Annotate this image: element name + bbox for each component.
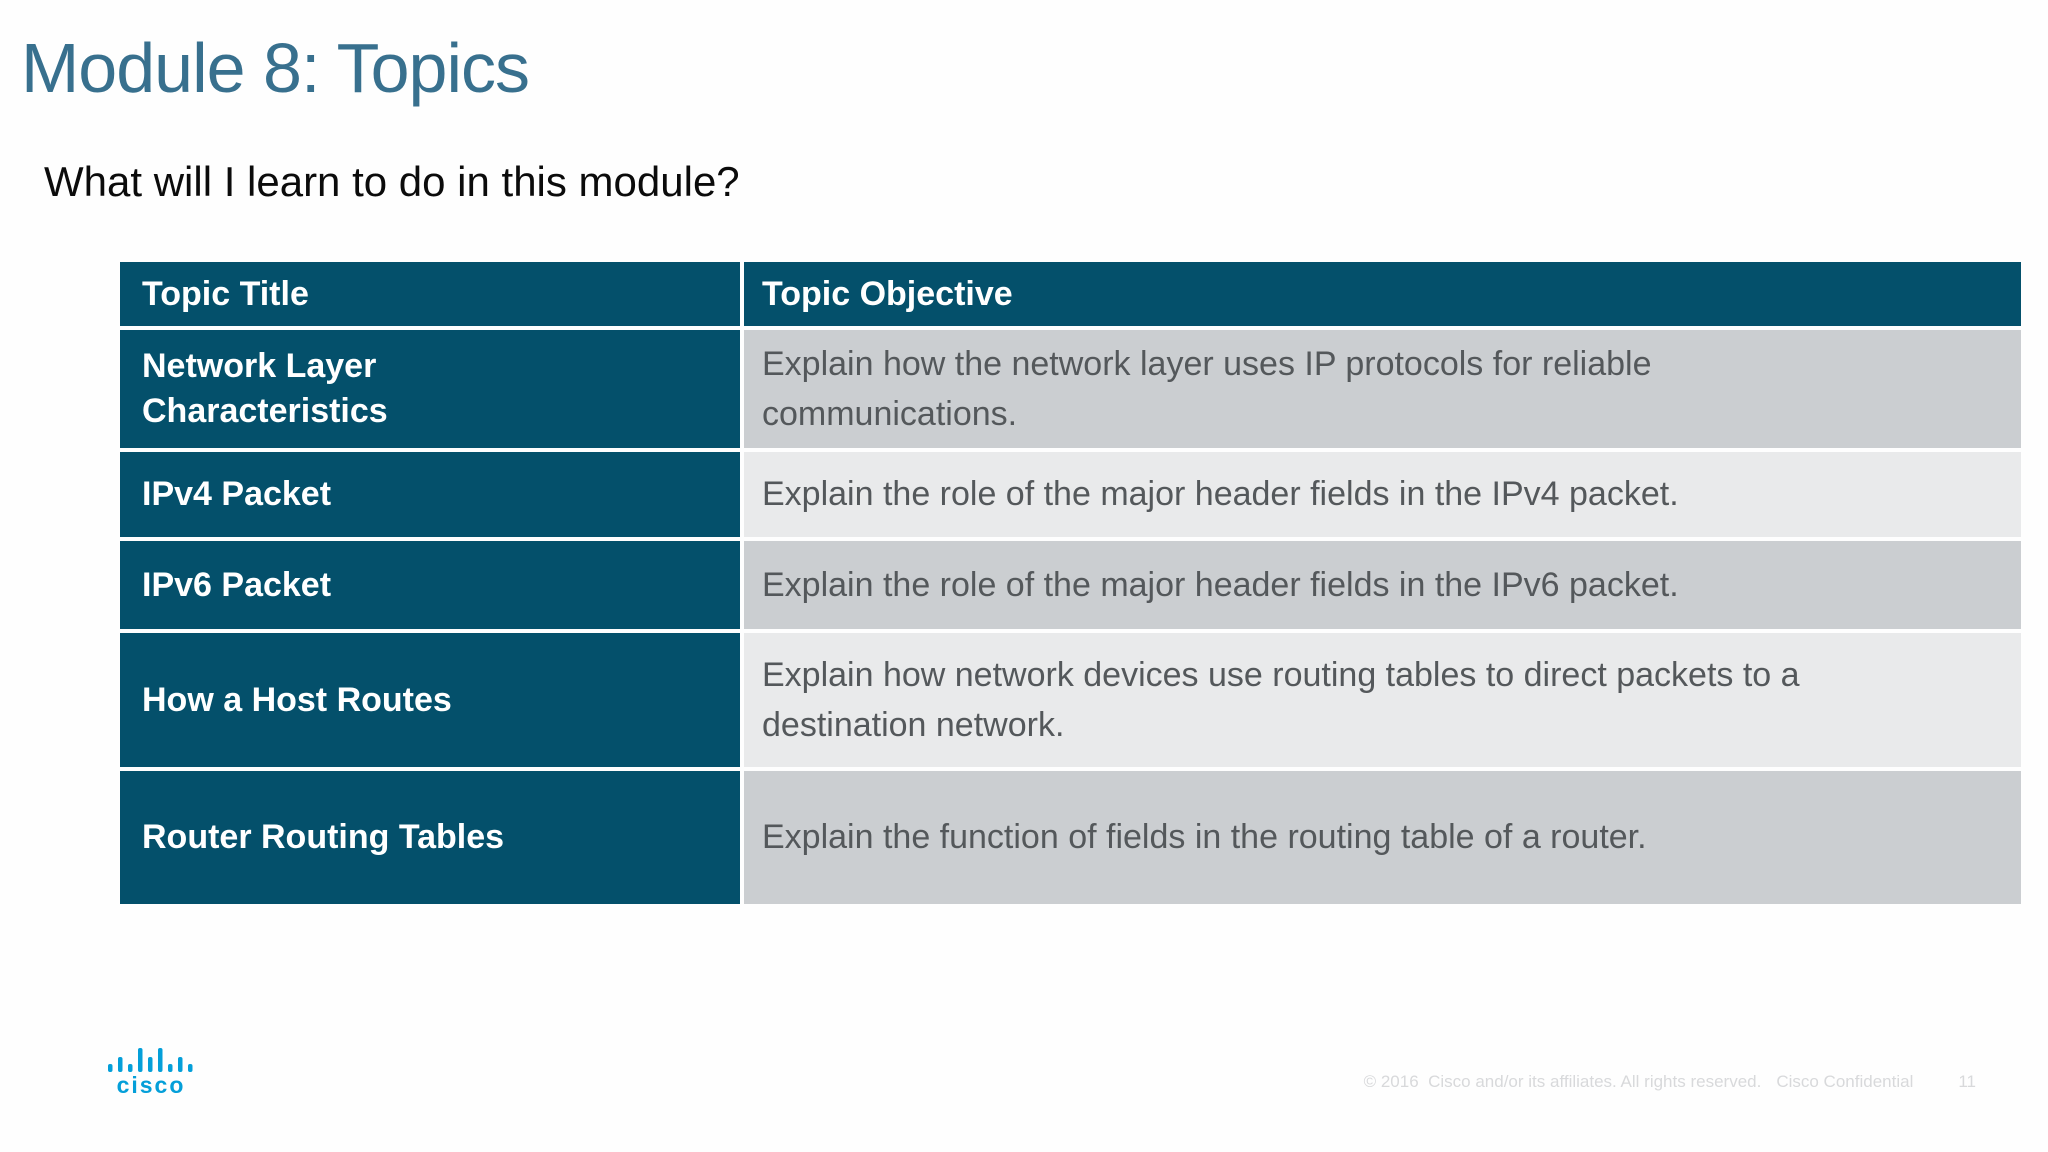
topic-objective-cell: Explain the role of the major header fie… <box>744 452 2021 537</box>
cisco-logo: cisco <box>103 1048 199 1100</box>
topics-table: Topic Title Topic Objective Network Laye… <box>120 262 2021 908</box>
slide-subtitle: What will I learn to do in this module? <box>44 158 740 205</box>
table-header-row: Topic Title Topic Objective <box>120 262 2021 326</box>
cisco-logo-icon <box>108 1048 193 1072</box>
topic-title-cell: Network Layer Characteristics <box>120 330 740 448</box>
topic-title-text: How a Host Routes <box>142 680 452 719</box>
topic-objective-text: Explain how the network layer uses IP pr… <box>762 344 1652 433</box>
table-row: Network Layer Characteristics Explain ho… <box>120 330 2021 448</box>
topic-title-cell: Router Routing Tables <box>120 771 740 904</box>
topic-title-cell: IPv4 Packet <box>120 452 740 537</box>
column-header-topic-title: Topic Title <box>120 262 740 326</box>
topic-objective-cell: Explain how the network layer uses IP pr… <box>744 330 2021 448</box>
table-row: IPv4 Packet Explain the role of the majo… <box>120 452 2021 537</box>
topic-title-text: IPv4 Packet <box>142 475 332 514</box>
topic-title-text: Network Layer Characteristics <box>142 347 388 430</box>
column-header-topic-objective: Topic Objective <box>744 262 2021 326</box>
topic-objective-cell: Explain the role of the major header fie… <box>744 541 2021 629</box>
topic-objective-text: Explain how network devices use routing … <box>762 655 1800 744</box>
topic-objective-cell: Explain the function of fields in the ro… <box>744 771 2021 904</box>
copyright-text: © 2016 Cisco and/or its affiliates. All … <box>1363 1072 1762 1091</box>
page-title: Module 8: Topics <box>21 29 530 107</box>
topic-title-text: IPv6 Packet <box>142 565 332 604</box>
column-header-label: Topic Title <box>142 274 309 313</box>
topic-objective-text: Explain the role of the major header fie… <box>762 475 1679 514</box>
slide-footer: © 2016 Cisco and/or its affiliates. All … <box>1364 1072 1976 1092</box>
table-row: Router Routing Tables Explain the functi… <box>120 771 2021 904</box>
table-row: IPv6 Packet Explain the role of the majo… <box>120 541 2021 629</box>
table-row: How a Host Routes Explain how network de… <box>120 633 2021 767</box>
page-number: 11 <box>1958 1072 1976 1091</box>
topic-objective-cell: Explain how network devices use routing … <box>744 633 2021 767</box>
topic-objective-text: Explain the role of the major header fie… <box>762 565 1679 604</box>
column-header-label: Topic Objective <box>762 274 1013 313</box>
topic-objective-text: Explain the function of fields in the ro… <box>762 818 1647 857</box>
topic-title-cell: How a Host Routes <box>120 633 740 767</box>
cisco-wordmark: cisco <box>116 1072 186 1098</box>
confidential-label: Cisco Confidential <box>1776 1072 1914 1091</box>
topic-title-text: Router Routing Tables <box>142 818 505 857</box>
topic-title-cell: IPv6 Packet <box>120 541 740 629</box>
